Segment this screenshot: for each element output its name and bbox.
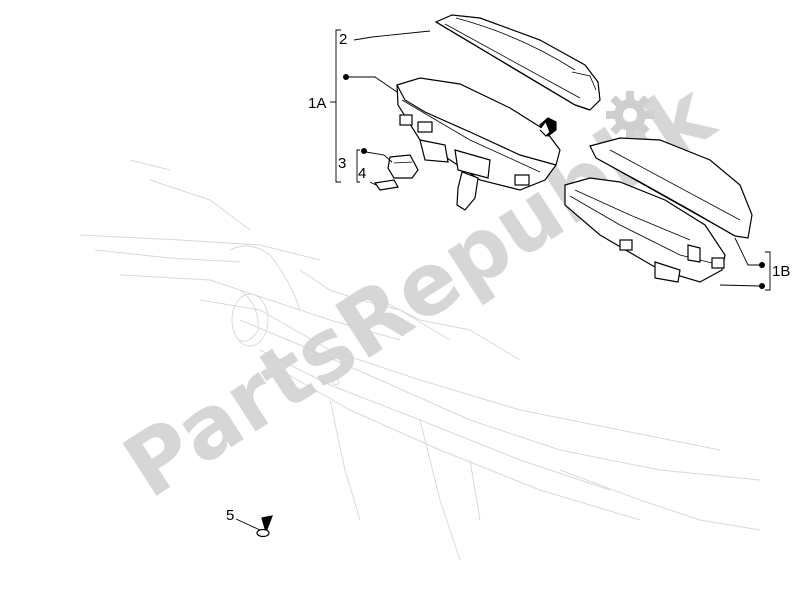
- part-3-bracket: [387, 154, 419, 179]
- callout-dot-1b-b: [759, 283, 765, 289]
- part-4-clip: [373, 179, 399, 191]
- callout-label-1b: 1B: [772, 263, 791, 280]
- callout-leaders-right: [719, 237, 771, 291]
- callout-label-3: 3: [338, 155, 347, 172]
- callout-label-1a: 1A: [308, 95, 327, 112]
- callout-leaders-left: [330, 29, 431, 186]
- callout-dot-3: [361, 148, 367, 154]
- part-2-cover: [434, 14, 601, 111]
- callout-dot-1a: [343, 74, 349, 80]
- callout-leader-5: [235, 518, 261, 531]
- part-1b-instrument-cluster: [564, 137, 753, 283]
- callout-label-4: 4: [358, 165, 367, 182]
- part-1a-instrument-cluster: [396, 77, 561, 211]
- callout-label-2: 2: [339, 31, 348, 48]
- callout-label-5: 5: [226, 507, 235, 524]
- gear-icon: [606, 91, 654, 139]
- callout-dot-1b-a: [759, 262, 765, 268]
- background-vehicle-ghost: [79, 159, 761, 561]
- part-5-screw: [256, 515, 273, 538]
